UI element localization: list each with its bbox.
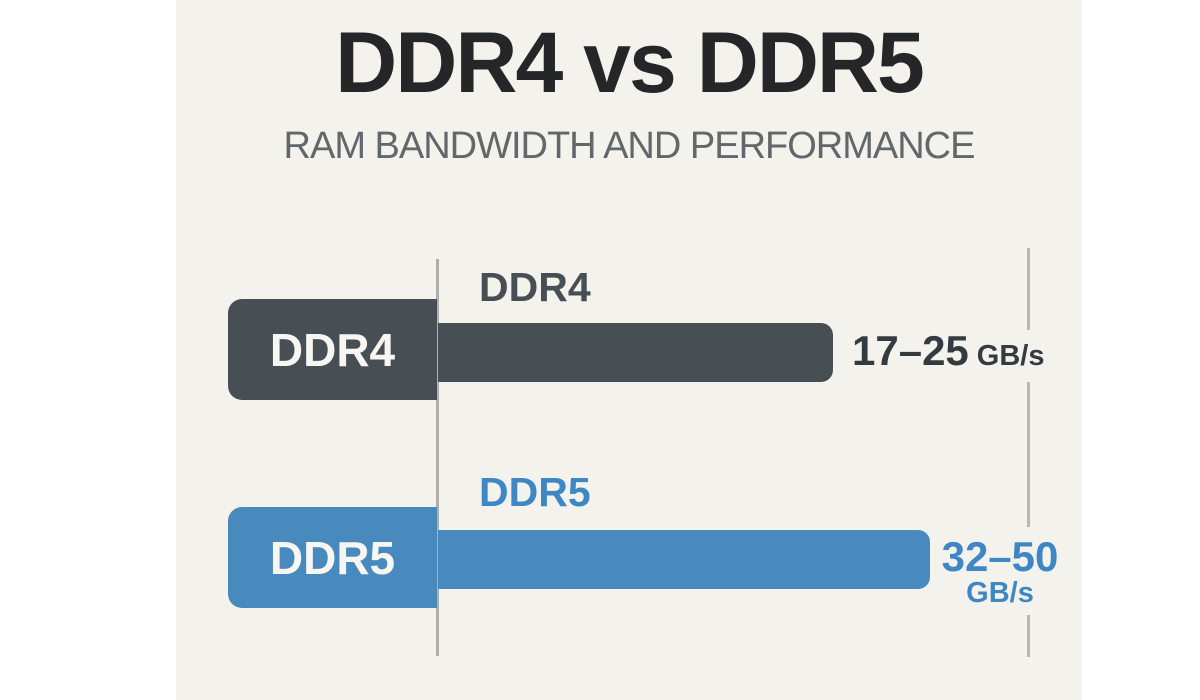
- right-guide-line-bottom-segment: [1027, 615, 1030, 657]
- ddr5-value-range: 32–50: [941, 533, 1059, 580]
- ddr5-bar: [438, 530, 930, 589]
- infographic-panel: DDR4 vs DDR5 RAM BANDWIDTH AND PERFORMAN…: [176, 0, 1082, 700]
- ddr4-value-unit: GB/s: [976, 340, 1045, 372]
- ddr5-value-unit: GB/s: [966, 577, 1034, 609]
- ddr4-category-box-label: DDR4: [269, 323, 396, 376]
- right-guide-line-middle-segment: [1027, 382, 1030, 527]
- chart-subtitle: RAM BANDWIDTH AND PERFORMANCE: [283, 125, 976, 167]
- baseline-axis-line: [436, 259, 439, 656]
- ddr4-value-range: 17–25: [852, 327, 969, 374]
- ddr5-bar-series-label: DDR5: [479, 469, 591, 515]
- ddr4-category-box: DDR4: [228, 299, 437, 400]
- ddr5-category-box-label: DDR5: [269, 531, 396, 584]
- right-guide-line-top-segment: [1027, 248, 1030, 330]
- ddr5-value-label: 32–50 GB/s: [930, 536, 1070, 609]
- chart-title: DDR4 vs DDR5: [335, 15, 925, 111]
- ddr4-bar: [438, 323, 833, 382]
- ddr4-bar-series-label: DDR4: [479, 264, 591, 310]
- ddr5-category-box: DDR5: [228, 507, 437, 608]
